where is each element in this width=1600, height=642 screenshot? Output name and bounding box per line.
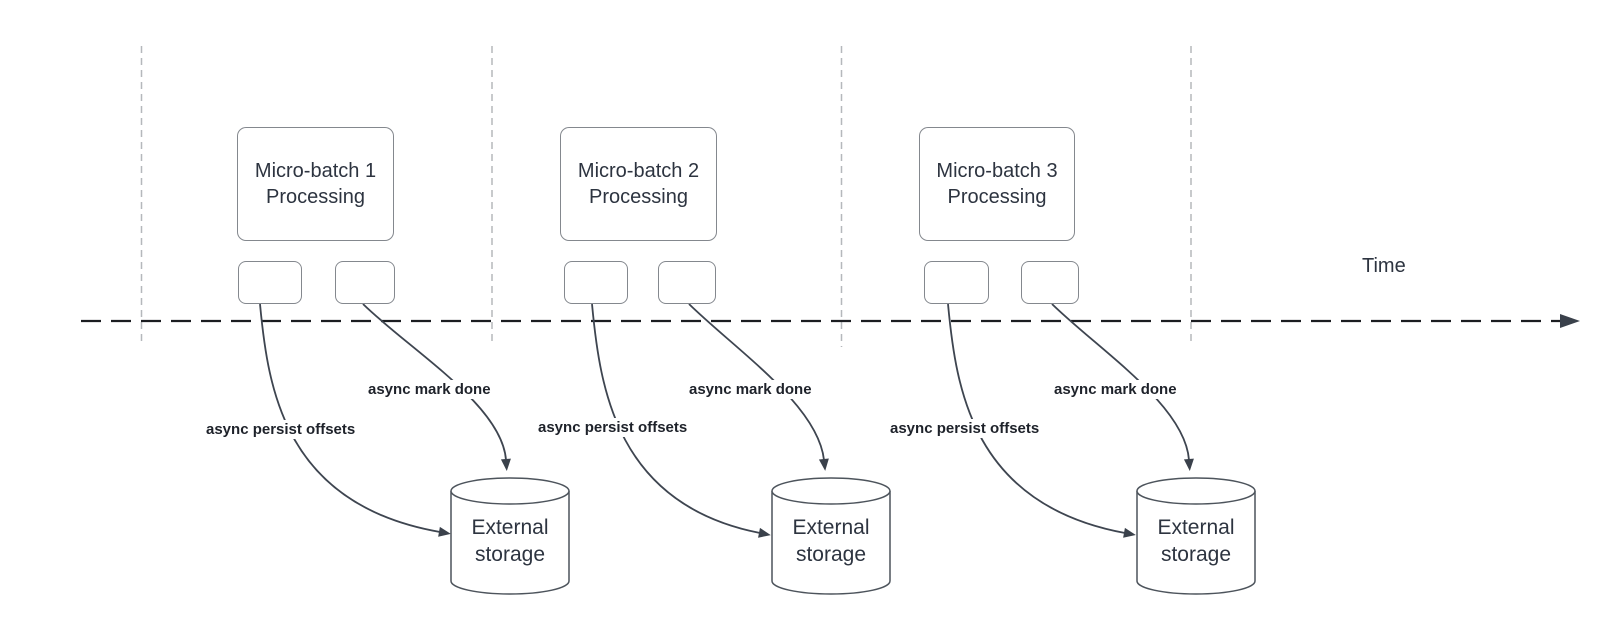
external-storage-3-line1: External — [1157, 516, 1235, 539]
persist-offsets-arrow-3 — [947, 303, 1136, 538]
persist-offsets-label-2: async persist offsets — [535, 418, 691, 437]
micro-batch-2-task-box-a — [564, 261, 628, 304]
mark-done-arrow-1 — [362, 303, 511, 471]
external-storage-1-line2: storage — [474, 543, 546, 566]
micro-batch-1-processing-box: Micro-batch 1 Processing — [237, 127, 394, 241]
micro-batch-3-title-line2: Processing — [947, 186, 1047, 208]
micro-batch-1-title-line2: Processing — [266, 186, 365, 208]
time-axis-label: Time — [1362, 255, 1406, 277]
micro-batch-1-task-box-a — [238, 261, 302, 304]
persist-offsets-arrow-1 — [259, 303, 451, 537]
external-storage-1-line1: External — [471, 516, 549, 539]
persist-offsets-arrow-2 — [591, 303, 771, 538]
mark-done-label-2: async mark done — [686, 380, 815, 399]
micro-batch-2-task-box-b — [658, 261, 716, 304]
external-storage-label-2: External storage — [772, 499, 890, 583]
micro-batch-1-task-box-b — [335, 261, 395, 304]
persist-offsets-label-3: async persist offsets — [887, 419, 1043, 438]
storage-cylinder-3 — [1136, 477, 1256, 595]
mark-done-arrow-3 — [1051, 303, 1194, 471]
mark-done-label-3: async mark done — [1051, 380, 1180, 399]
external-storage-label-1: External storage — [451, 499, 569, 583]
persist-offsets-label-1: async persist offsets — [203, 420, 359, 439]
micro-batch-3-processing-box: Micro-batch 3 Processing — [919, 127, 1075, 241]
external-storage-3-line2: storage — [1160, 543, 1232, 566]
external-storage-label-3: External storage — [1137, 499, 1255, 583]
micro-batch-3-title-line1: Micro-batch 3 — [936, 160, 1058, 182]
storage-cylinder-1 — [450, 477, 570, 595]
mark-done-arrow-2 — [688, 303, 829, 471]
micro-batch-2-title-line1: Micro-batch 2 — [577, 160, 700, 182]
micro-batch-1-title-line1: Micro-batch 1 — [254, 160, 377, 182]
micro-batch-3-task-box-b — [1021, 261, 1079, 304]
external-storage-2-line2: storage — [795, 543, 867, 566]
storage-cylinder-2 — [771, 477, 891, 595]
external-storage-2-line1: External — [792, 516, 870, 539]
micro-batch-2-processing-box: Micro-batch 2 Processing — [560, 127, 717, 241]
micro-batch-3-task-box-a — [924, 261, 989, 304]
micro-batch-2-title-line2: Processing — [589, 186, 688, 208]
mark-done-label-1: async mark done — [365, 380, 494, 399]
